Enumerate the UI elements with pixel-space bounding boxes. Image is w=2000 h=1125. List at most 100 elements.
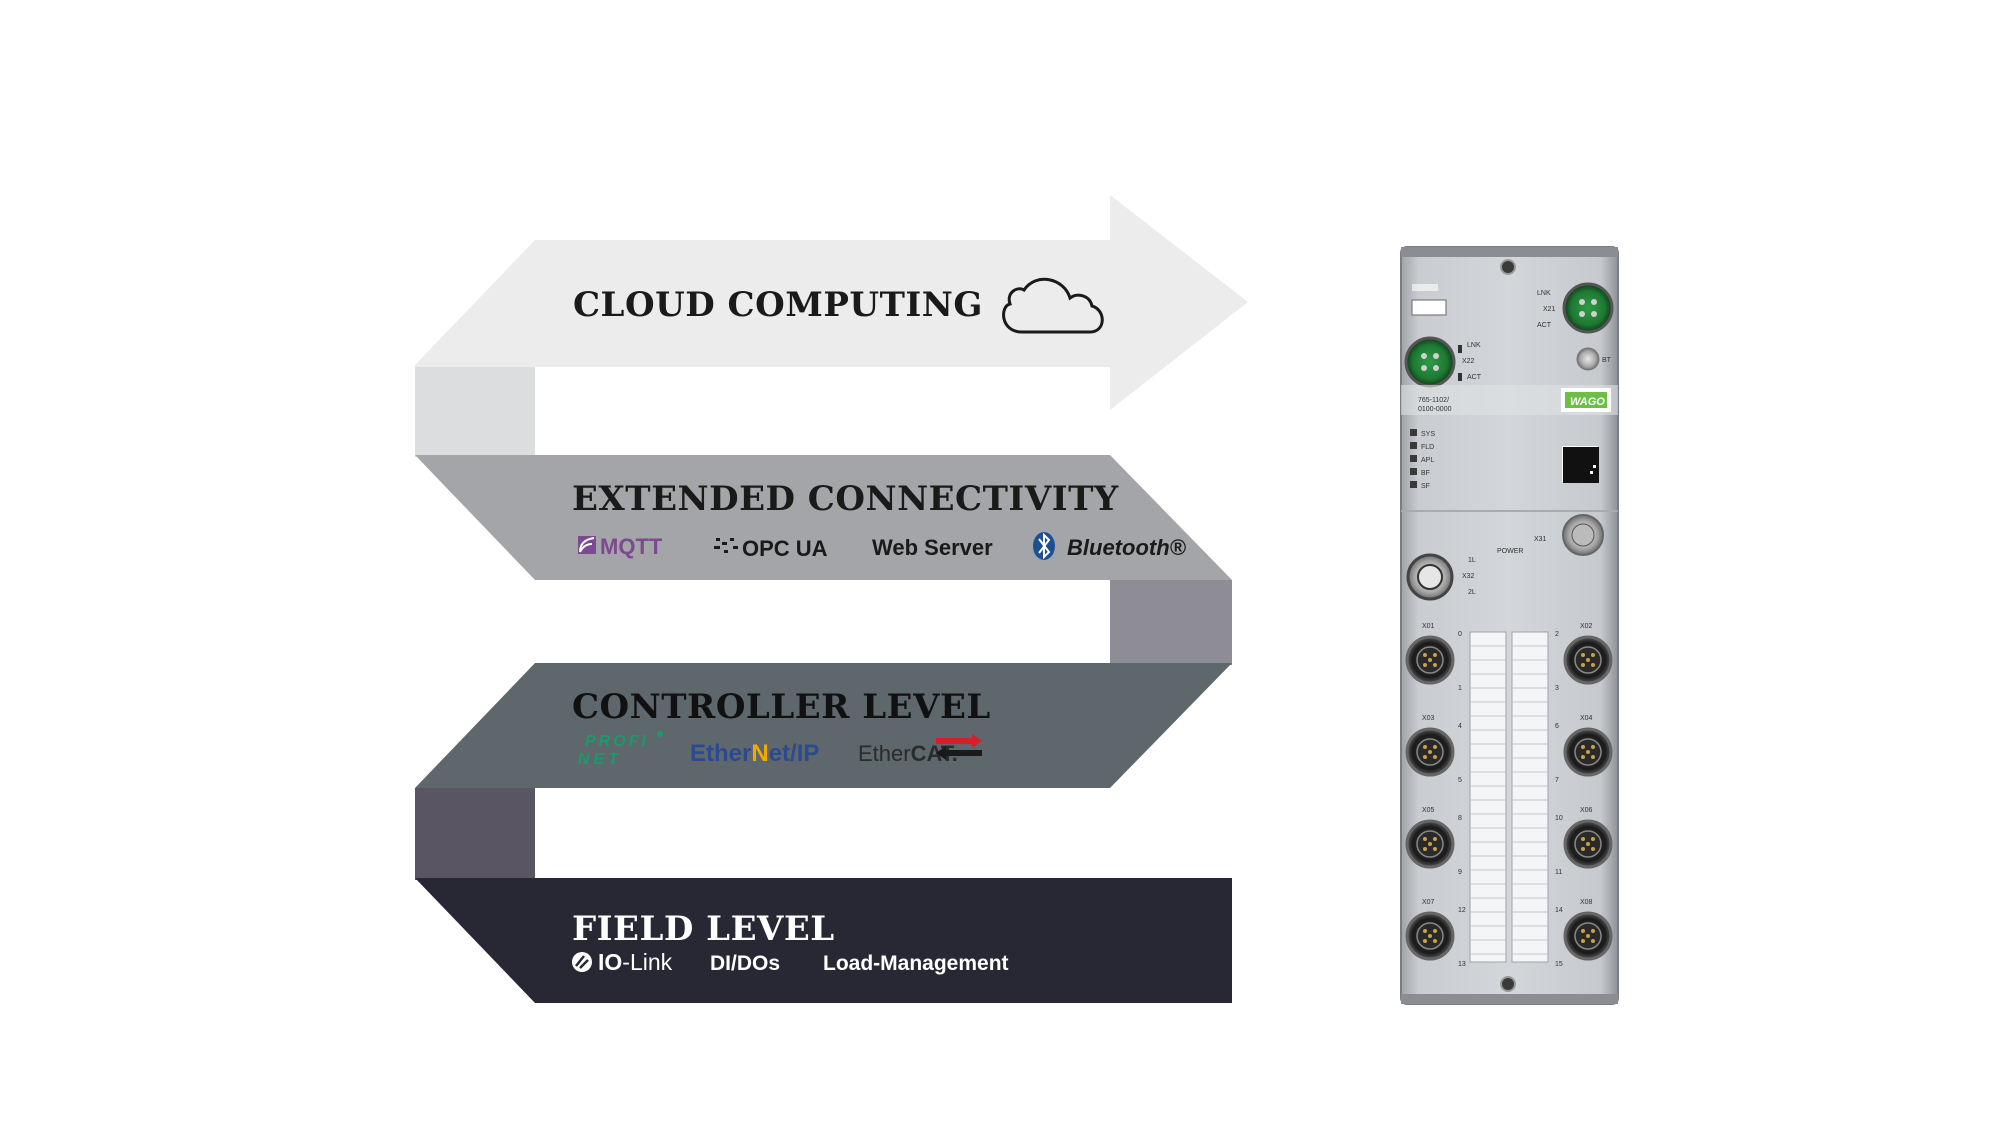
- qr-cell: [1584, 474, 1587, 477]
- device-top-cap: [1401, 247, 1618, 257]
- dido-label: DI/DOs: [710, 952, 780, 975]
- qr-cell: [1596, 462, 1599, 465]
- io-module-device: LNK X21 ACT LNK X22 ACT BT 765-1102/ 010…: [1400, 246, 1619, 1005]
- qr-cell: [1578, 459, 1581, 462]
- qr-cell: [1584, 471, 1587, 474]
- qr-cell: [1566, 471, 1569, 474]
- led-bf: [1410, 468, 1417, 475]
- ethercat-arrows-icon: [936, 734, 982, 760]
- lnk-label: LNK: [1467, 342, 1481, 349]
- qr-cell: [1572, 453, 1575, 456]
- bt-label: BT: [1602, 357, 1612, 364]
- port-pin: [1423, 837, 1427, 841]
- qr-cell: [1575, 465, 1578, 468]
- led-fld: [1410, 442, 1417, 449]
- qr-cell: [1587, 474, 1590, 477]
- level-title: FIELD LEVEL: [572, 909, 835, 949]
- port-label: X04: [1580, 715, 1593, 722]
- bt-button[interactable]: [1576, 347, 1600, 371]
- qr-cell: [1563, 456, 1566, 459]
- qr-cell: [1566, 462, 1569, 465]
- port-pin: [1591, 847, 1595, 851]
- level-cloud: CLOUD COMPUTING: [415, 195, 1248, 410]
- qr-cell: [1563, 450, 1566, 453]
- qr-cell: [1566, 450, 1569, 453]
- iolink-logo: IO-Link: [572, 949, 673, 975]
- qr-cell: [1596, 453, 1599, 456]
- qr-cell: [1572, 456, 1575, 459]
- port-pin: [1433, 653, 1437, 657]
- profinet-label-bottom: NET: [578, 751, 622, 768]
- bluetooth-label: Bluetooth®: [1067, 535, 1187, 560]
- qr-cell: [1569, 471, 1572, 474]
- qr-cell: [1575, 450, 1578, 453]
- port-pin: [1581, 837, 1585, 841]
- port-pin: [1591, 939, 1595, 943]
- part-number: 765-1102/: [1418, 397, 1449, 404]
- qr-cell: [1569, 465, 1572, 468]
- qr-cell: [1587, 477, 1590, 480]
- qr-cell: [1584, 447, 1587, 450]
- qr-cell: [1596, 465, 1599, 468]
- qr-cell: [1572, 480, 1575, 483]
- qr-cell: [1581, 477, 1584, 480]
- svg-text:EtherCAT.: EtherCAT.: [858, 741, 958, 766]
- qr-cell: [1581, 453, 1584, 456]
- qr-cell: [1596, 480, 1599, 483]
- qr-cell: [1566, 465, 1569, 468]
- qr-cell: [1566, 477, 1569, 480]
- ethernetip-label-b: N: [751, 740, 768, 767]
- x22-ethernet-port[interactable]: [1404, 336, 1456, 388]
- svg-text:EtherNet/IP: EtherNet/IP: [690, 740, 819, 767]
- channel-label: 1: [1458, 685, 1462, 692]
- qr-cell: [1584, 459, 1587, 462]
- qr-cell: [1569, 447, 1572, 450]
- port-pin: [1433, 929, 1437, 933]
- qr-cell: [1569, 477, 1572, 480]
- level-extended: EXTENDED CONNECTIVITY MQTT OPC UA Web Se…: [415, 455, 1232, 580]
- qr-cell: [1563, 477, 1566, 480]
- qr-cell: [1581, 459, 1584, 462]
- port-pin: [1581, 663, 1585, 667]
- qr-cell: [1578, 447, 1581, 450]
- qr-cell: [1569, 474, 1572, 477]
- qr-cell: [1593, 474, 1596, 477]
- qr-cell: [1575, 477, 1578, 480]
- qr-cell: [1566, 474, 1569, 477]
- qr-cell: [1596, 456, 1599, 459]
- qr-cell: [1596, 477, 1599, 480]
- qr-cell: [1578, 480, 1581, 483]
- port-pin: [1591, 653, 1595, 657]
- profinet-icon: [657, 731, 663, 737]
- x21-ethernet-port[interactable]: [1562, 282, 1614, 334]
- qr-cell: [1578, 453, 1581, 456]
- qr-cell: [1563, 474, 1566, 477]
- qr-cell: [1566, 459, 1569, 462]
- qr-cell: [1578, 468, 1581, 471]
- iolink-icon: [572, 952, 592, 972]
- qr-cell: [1563, 453, 1566, 456]
- qr-cell: [1578, 477, 1581, 480]
- qr-cell: [1563, 468, 1566, 471]
- qr-cell: [1596, 459, 1599, 462]
- connector-cloud-extended: [415, 367, 535, 457]
- qr-cell: [1596, 450, 1599, 453]
- mqtt-logo: MQTT: [578, 534, 663, 559]
- opcua-logo: OPC UA: [714, 536, 828, 561]
- port-pin: [1423, 847, 1427, 851]
- qr-cell: [1563, 462, 1566, 465]
- port-pin: [1586, 658, 1590, 662]
- iolink-label-rest: -Link: [622, 949, 672, 975]
- port-label: X03: [1422, 715, 1435, 722]
- x22-label: X22: [1462, 358, 1475, 365]
- qr-cell: [1563, 471, 1566, 474]
